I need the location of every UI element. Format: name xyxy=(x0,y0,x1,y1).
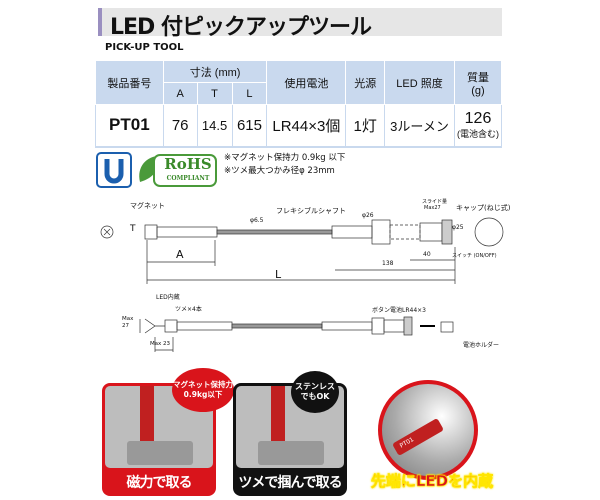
flex-shaft xyxy=(216,229,333,235)
stainless-badge: ステンレス でもOK xyxy=(291,371,339,413)
label-flex-shaft: フレキシブルシャフト xyxy=(276,207,346,215)
cell-weight: 126(電池含む) xyxy=(453,104,503,148)
col-battery: 使用電池 xyxy=(266,60,347,105)
col-a: A xyxy=(162,82,198,105)
photo-led: PT01 xyxy=(378,380,478,480)
label-claws: ツメ×4本 xyxy=(175,306,202,313)
col-weight: 質量(g) xyxy=(453,60,503,105)
cell-t: 14.5 xyxy=(196,104,233,148)
rohs-badge: RoHS COMPLIANT xyxy=(136,152,218,188)
spec-table: 製品番号 寸法 (mm) 使用電池 光源 LED 照度 質量(g) A T L … xyxy=(95,60,503,148)
label-battery-holder: 電池ホルダー xyxy=(463,342,500,349)
magnet-icon xyxy=(96,152,132,188)
magnet-badge: マグネット保持力 0.9kg以下 xyxy=(172,368,234,412)
label-a: A xyxy=(176,248,184,261)
note-magnet: ※マグネット保持力 0.9kg 以下 xyxy=(224,153,346,163)
page-title: LED 付ピックアップツール xyxy=(110,15,372,40)
title-bar xyxy=(98,8,502,36)
cell-l: 615 xyxy=(231,104,268,148)
cell-light: 1灯 xyxy=(345,104,386,148)
col-light: 光源 xyxy=(345,60,386,105)
led-caption: 先端にLEDを内蔵 xyxy=(370,472,494,491)
page-subtitle: PICK-UP TOOL xyxy=(105,42,184,53)
leaf-icon xyxy=(139,154,217,187)
label-phi25: φ25 xyxy=(452,224,464,231)
photo-claw: ツメで掴んで取る xyxy=(233,383,347,496)
tool-diagram xyxy=(100,217,504,352)
label-t: T xyxy=(130,224,136,234)
cell-led: 3ルーメン xyxy=(384,104,455,148)
col-t: T xyxy=(196,82,233,105)
cell-battery: LR44×3個 xyxy=(266,104,347,148)
label-40: 40 xyxy=(423,251,431,258)
label-switch: スイッチ (ON/OFF) xyxy=(452,253,497,259)
col-dimensions: 寸法 (mm) xyxy=(162,60,268,83)
label-cap: キャップ(ねじ式) xyxy=(456,204,511,212)
label-phi65: φ6.5 xyxy=(250,217,264,224)
col-product-no: 製品番号 xyxy=(95,60,164,105)
bolt xyxy=(127,441,193,465)
table-row: PT01 76 14.5 615 LR44×3個 1灯 3ルーメン 126(電池… xyxy=(95,104,503,148)
label-led-inside: LED内蔵 xyxy=(156,294,180,301)
col-led: LED 照度 xyxy=(384,60,455,105)
note-claw: ※ツメ最大つかみ径φ 23mm xyxy=(224,166,335,176)
cell-product-no: PT01 xyxy=(95,104,164,148)
label-slide: スライド量 xyxy=(422,199,448,205)
notes: ※マグネット保持力 0.9kg 以下 ※ツメ最大つかみ径φ 23mm xyxy=(224,152,345,178)
magnet-end-view xyxy=(100,225,114,239)
label-max23: Max 23 xyxy=(149,341,171,347)
bolt xyxy=(258,441,324,465)
label-slide-max: Max27 xyxy=(424,205,441,211)
cell-a: 76 xyxy=(162,104,198,148)
col-l: L xyxy=(231,82,268,105)
label-138: 138 xyxy=(382,260,394,267)
label-button-battery: ボタン電池LR44×3 xyxy=(372,307,426,314)
label-phi26: φ26 xyxy=(362,212,374,219)
label-magnet: マグネット xyxy=(130,202,165,210)
label-l: L xyxy=(275,268,282,281)
label-max27: Max 27 xyxy=(122,316,134,329)
